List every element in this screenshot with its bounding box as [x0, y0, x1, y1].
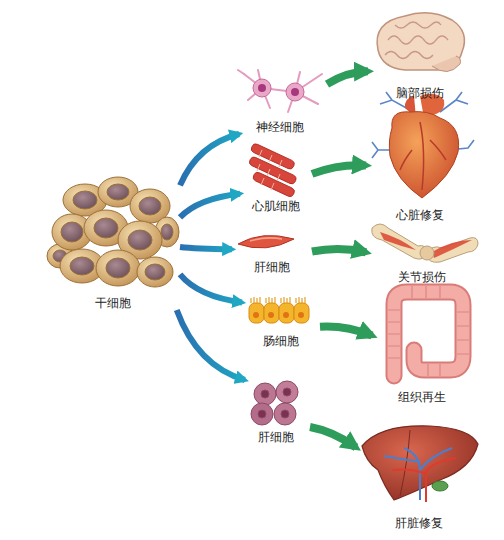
node-label: 肝细胞 — [258, 430, 294, 444]
intestine-organ — [388, 286, 469, 376]
node-label: 心脏修复 — [396, 208, 444, 222]
brain-organ — [377, 13, 464, 72]
differentiation-arrow — [177, 310, 245, 380]
illustrated-node: 神经细胞 — [232, 64, 327, 134]
node-label: 心肌细胞 — [252, 199, 300, 213]
node-label: 脑部损伤 — [396, 86, 444, 100]
stem-cell-cluster — [47, 177, 179, 287]
node-label: 肝细胞 — [254, 260, 290, 274]
node-label: 干细胞 — [95, 296, 131, 310]
differentiation-arrow — [180, 274, 242, 302]
neuron-cells — [238, 70, 322, 112]
node-label: 肠细胞 — [263, 334, 299, 348]
node-label: 组织再生 — [398, 390, 446, 404]
node-label: 肝脏修复 — [395, 516, 443, 530]
illustrated-node: 心肌细胞 — [240, 146, 312, 213]
differentiation-arrow — [180, 134, 239, 185]
repair-arrow — [310, 427, 356, 447]
repair-arrow — [327, 71, 368, 84]
illustrated-node: 肠细胞 — [242, 292, 320, 348]
illustrated-node: 肝细胞 — [232, 228, 312, 274]
cardiac-cells — [248, 143, 297, 198]
illustrated-node: 心脏修复 — [366, 92, 474, 222]
repair-arrow — [312, 165, 366, 174]
differentiation-arrow — [180, 247, 232, 249]
illustrated-node: 肝细胞 — [242, 380, 310, 444]
illustrated-node: 组织再生 — [372, 284, 472, 404]
differentiation-arrow — [180, 194, 240, 218]
liver-cell-spindle — [238, 235, 294, 248]
illustrated-node: 关节损伤 — [366, 222, 478, 284]
heart-organ — [372, 92, 474, 198]
node-label: 神经细胞 — [256, 120, 304, 134]
node-label: 关节损伤 — [398, 270, 446, 284]
illustrated-node: 脑部损伤 — [368, 10, 472, 100]
repair-arrow — [312, 249, 366, 252]
joint-organ — [372, 224, 478, 262]
liver-organ — [362, 426, 478, 502]
intestinal-cells — [249, 297, 309, 323]
liver-cells-cluster — [251, 381, 298, 425]
repair-arrow — [320, 326, 372, 335]
illustrated-node: 干细胞 — [45, 178, 180, 310]
illustrated-node: 肝脏修复 — [356, 420, 481, 530]
